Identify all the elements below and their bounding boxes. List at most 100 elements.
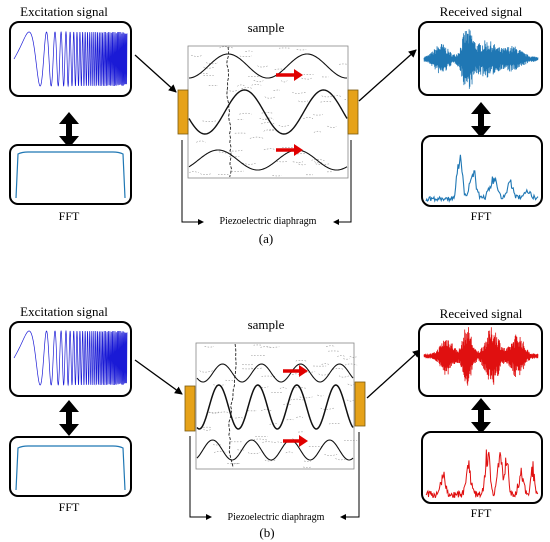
diaphragm-pointer-right-a: [333, 140, 352, 225]
sample-texture-stroke: [213, 450, 227, 453]
sample-texture-stroke: [349, 356, 357, 359]
received-signal-b: [423, 327, 539, 386]
sample-texture-stroke: [253, 438, 268, 441]
diaphragm-pointer-left-a: [181, 140, 204, 225]
sample-texture-stroke: [280, 80, 288, 83]
sample-title-a: sample: [248, 20, 285, 35]
sample-texture-stroke: [318, 373, 329, 376]
sample-texture-stroke: [255, 436, 268, 438]
sample-texture-stroke: [264, 117, 274, 120]
panel-a: Excitation signal FFT sample Piezoelectr…: [9, 4, 543, 246]
wave-arrowhead-a2: [294, 144, 303, 156]
double-arrow-right-a: [471, 102, 491, 138]
fft-right-spectrum-b: [425, 449, 539, 499]
sample-wavefront: [196, 363, 354, 383]
sample-texture-stroke: [259, 117, 270, 120]
chirp-signal-b: [13, 329, 128, 387]
sample-texture-stroke: [290, 398, 304, 401]
sample-texture-stroke: [245, 50, 253, 52]
sample-texture-stroke: [262, 441, 276, 443]
sample-box-b: [195, 342, 355, 470]
sample-texture-stroke: [247, 452, 261, 455]
sample-texture-stroke: [311, 159, 325, 161]
sample-texture-stroke: [226, 89, 239, 92]
caption-a: (a): [259, 231, 273, 246]
sample-texture-stroke: [292, 373, 300, 375]
sample-texture-stroke: [324, 453, 338, 456]
sample-texture-stroke: [292, 161, 303, 163]
sample-texture-stroke: [315, 163, 330, 165]
sample-texture-stroke: [203, 75, 214, 77]
sample-box-a: [187, 45, 349, 179]
sample-texture-stroke: [344, 99, 358, 101]
fft-right-label-a: FFT: [471, 209, 492, 223]
sample-texture-stroke: [283, 403, 291, 405]
sample-texture-stroke: [196, 140, 206, 143]
sample-texture-stroke: [279, 387, 287, 389]
arrow-sample-to-received-b: [366, 349, 421, 399]
sample-texture-stroke: [264, 459, 276, 462]
sample-crack-line: [228, 343, 237, 469]
sample-texture-stroke: [296, 49, 307, 51]
sample-texture-stroke: [317, 394, 324, 397]
fft-right-spectrum-a: [425, 154, 539, 204]
sample-wavefield-a: [188, 46, 358, 178]
sample-texture-stroke: [263, 148, 276, 151]
diaphragm-label-b: Piezoelectric diaphragm: [228, 512, 325, 523]
wave-arrowhead-b1: [299, 365, 308, 377]
sample-texture-stroke: [257, 65, 269, 68]
sample-texture-stroke: [277, 441, 288, 443]
sample-texture-stroke: [347, 383, 355, 386]
sample-texture-stroke: [202, 120, 217, 122]
sample-texture-stroke: [335, 458, 347, 461]
fft-right-label-b: FFT: [471, 506, 492, 520]
sample-texture-stroke: [332, 368, 344, 370]
transducer-right-a: [347, 89, 359, 135]
fft-left-label-a: FFT: [59, 209, 80, 223]
caption-b: (b): [259, 525, 274, 540]
sample-texture-stroke: [285, 451, 293, 454]
sample-wavefront: [188, 149, 348, 171]
sample-texture-stroke: [272, 175, 282, 177]
arrow-excitation-to-sample-b: [134, 359, 183, 395]
transducer-left-b: [184, 385, 196, 432]
fft-left-label-b: FFT: [59, 500, 80, 514]
sample-texture-stroke: [296, 416, 304, 418]
sample-texture-stroke: [276, 160, 288, 163]
sample-texture-stroke: [333, 95, 342, 97]
sample-texture-stroke: [337, 355, 346, 357]
sample-wavefield-b: [196, 343, 358, 469]
sample-wavefront: [188, 89, 348, 135]
sample-texture-stroke: [249, 136, 264, 139]
sample-texture-stroke: [321, 363, 330, 365]
arrow-sample-to-received-a: [358, 49, 417, 102]
sample-texture-stroke: [326, 345, 336, 347]
sample-texture-stroke: [269, 422, 279, 425]
sample-texture-stroke: [298, 100, 308, 103]
received-title-a: Received signal: [440, 4, 523, 19]
sample-texture-stroke: [343, 358, 350, 360]
sample-texture-stroke: [292, 92, 306, 94]
fft-right-box-a: [421, 135, 543, 207]
sample-wavefront: [188, 53, 347, 79]
sample-texture-stroke: [199, 370, 214, 373]
sample-texture-stroke: [327, 125, 337, 128]
sample-texture-stroke: [191, 54, 203, 57]
wave-arrowhead-a1: [294, 69, 303, 81]
sample-texture-stroke: [278, 125, 289, 127]
sample-texture-stroke: [344, 363, 358, 366]
sample-texture-stroke: [298, 163, 306, 166]
excitation-title-b: Excitation signal: [20, 304, 108, 319]
double-arrow-left-a: [59, 112, 79, 148]
sample-texture-stroke: [320, 101, 333, 103]
received-title-b: Received signal: [440, 306, 523, 321]
chirp-signal-a: [13, 30, 128, 88]
wave-arrowhead-b2: [299, 435, 308, 447]
double-arrow-left-b: [59, 400, 79, 436]
sample-texture-stroke: [303, 117, 314, 119]
sample-texture-stroke: [263, 129, 276, 132]
fft-left-spectrum-a: [15, 151, 126, 199]
sample-wavefront: [196, 439, 354, 461]
diaphragm-pointer-left-b: [189, 436, 212, 520]
excitation-title-a: Excitation signal: [20, 4, 108, 19]
